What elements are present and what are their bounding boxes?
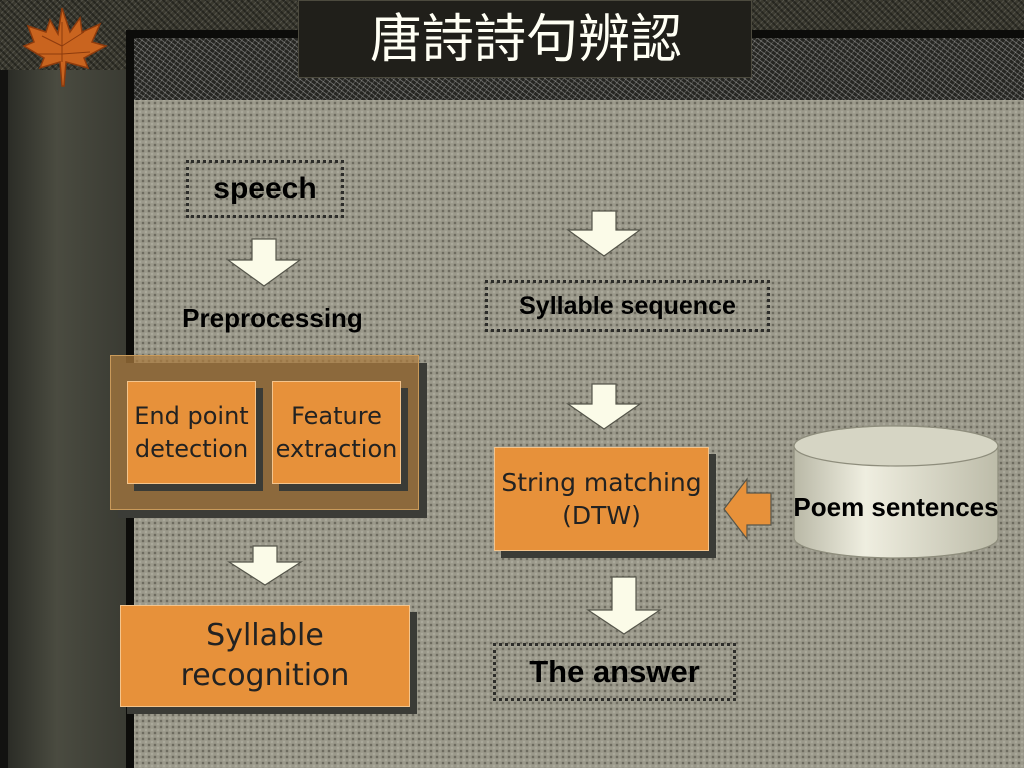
end-point-detection-box: End point detection	[127, 381, 256, 484]
answer-box: The answer	[493, 643, 736, 701]
string-matching-box: String matching (DTW)	[494, 447, 709, 551]
poem-sentences-label: Poem sentences	[793, 492, 999, 522]
syllable-sequence-box: Syllable sequence	[485, 280, 770, 332]
preprocessing-label: Preprocessing	[182, 303, 363, 333]
slide-left-panel	[0, 70, 126, 768]
feature-extraction-box: Feature extraction	[272, 381, 401, 484]
feature-line-1: Feature	[291, 401, 382, 430]
syllable-sequence-label: Syllable sequence	[519, 291, 736, 320]
syllable-recognition-line-2: recognition	[180, 658, 350, 693]
end-point-line-2: detection	[134, 434, 249, 463]
feature-line-2: extraction	[275, 434, 398, 463]
answer-label: The answer	[529, 654, 700, 689]
string-matching-line-1: String matching	[501, 468, 702, 497]
syllable-recognition-line-1: Syllable	[206, 618, 324, 653]
slide-left-edge	[0, 70, 8, 768]
down-arrow-icon	[586, 576, 662, 635]
maple-leaf-icon	[22, 7, 108, 87]
slide-title: 唐詩詩句辨認	[369, 10, 682, 70]
speech-box: speech	[186, 160, 344, 218]
syllable-recognition-box: Syllable recognition	[120, 605, 410, 707]
down-arrow-icon	[227, 545, 303, 586]
string-matching-line-2: (DTW)	[562, 501, 641, 530]
left-arrow-icon	[723, 477, 772, 541]
down-arrow-icon	[226, 238, 302, 287]
down-arrow-icon	[566, 383, 642, 430]
end-point-line-1: End point	[134, 401, 249, 430]
title-box: 唐詩詩句辨認	[298, 0, 752, 78]
database-cylinder-icon	[793, 425, 999, 559]
down-arrow-icon	[566, 210, 642, 257]
speech-label: speech	[213, 172, 317, 205]
